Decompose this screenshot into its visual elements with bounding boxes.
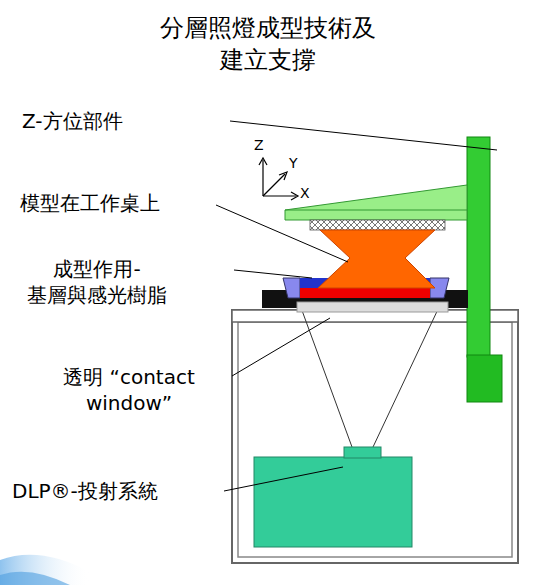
part-label: 透明 “contact window” <box>44 364 214 416</box>
light-ray <box>373 305 440 447</box>
vat-wall <box>283 278 300 298</box>
projector-lens <box>344 447 381 458</box>
contact-window <box>297 302 448 312</box>
housing-inner <box>238 322 512 557</box>
build-platform <box>285 185 467 220</box>
leader-lines <box>216 121 497 491</box>
z-column <box>467 137 490 357</box>
platform-edge <box>285 210 467 211</box>
background-swoosh <box>0 572 70 585</box>
part-label: 模型在工作桌上 <box>20 190 160 216</box>
build-plate <box>310 220 445 230</box>
axis-label: X <box>300 184 310 202</box>
part-label: 成型作用- 基層與感光樹脂 <box>12 256 182 308</box>
part-label: Z-方位部件 <box>22 108 123 134</box>
z-motor <box>467 355 502 402</box>
light-ray <box>300 305 352 447</box>
model <box>318 230 435 288</box>
background-swoosh <box>0 555 90 585</box>
cure-layer <box>300 288 430 298</box>
dlp-projector <box>254 457 412 547</box>
axis-label: Z <box>254 136 264 154</box>
axis-label: Y <box>289 154 298 172</box>
part-label: DLP®-投射系統 <box>12 478 158 504</box>
diagram-title: 分層照燈成型技術及 建立支撐 <box>118 12 418 77</box>
